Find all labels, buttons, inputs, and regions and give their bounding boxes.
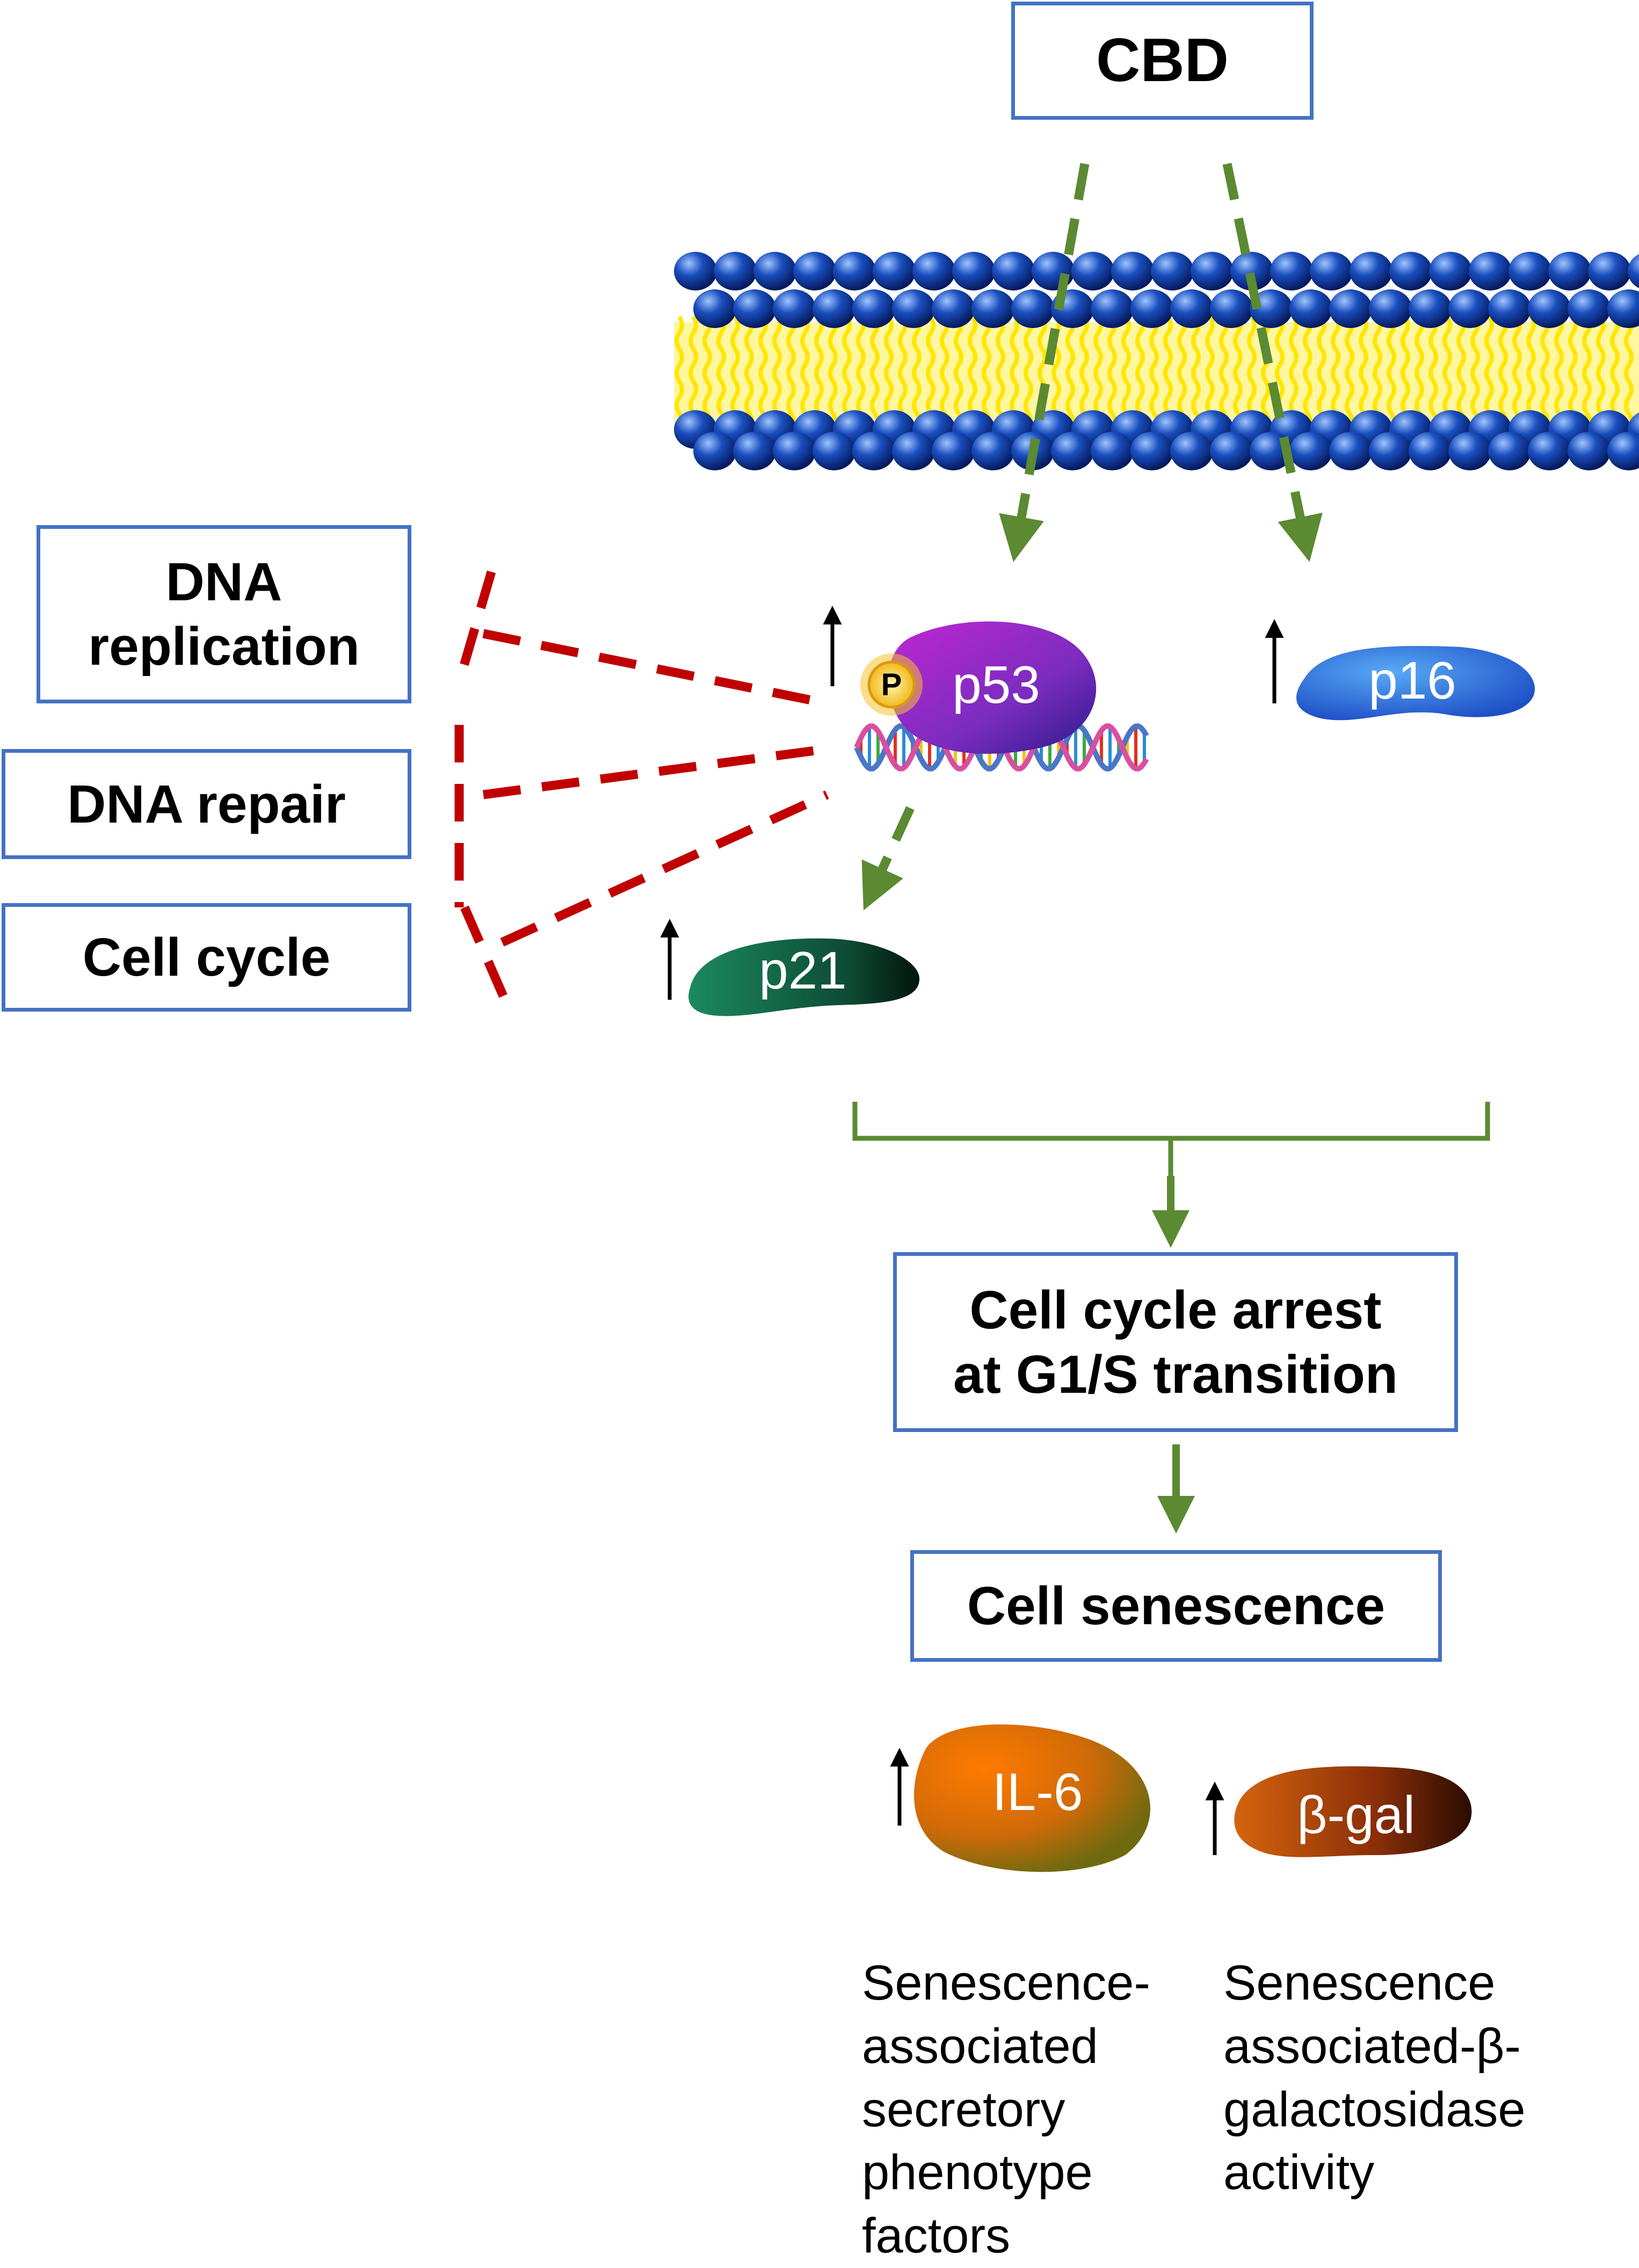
cell-cycle-label: Cell cycle <box>82 927 331 987</box>
phosphate-label: P <box>881 667 902 702</box>
bgal-protein: β-gal <box>1234 1766 1472 1857</box>
cbd-label: CBD <box>1096 26 1229 95</box>
bgal-label: β-gal <box>1297 1785 1415 1844</box>
inhibition-lines <box>454 570 829 1012</box>
sabgal-line1: Senescence <box>1223 1956 1496 2010</box>
p53-to-p21-arrow <box>861 806 915 911</box>
p53-protein: p53 <box>888 621 1097 754</box>
sabgal-caption: Senescence associated-β- galactosidase a… <box>1223 1952 1526 2205</box>
cell-cycle-arrest-line1: Cell cycle arrest <box>969 1280 1382 1340</box>
cell-cycle-arrest-box: Cell cycle arrest at G1/S transition <box>893 1252 1458 1432</box>
cell-cycle-box: Cell cycle <box>2 903 411 1012</box>
increase-arrows <box>660 606 1284 1855</box>
cell-senescence-label: Cell senescence <box>967 1576 1386 1636</box>
dna-replication-line2: replication <box>88 616 360 677</box>
dna-replication-line1: DNA <box>165 552 282 612</box>
cbd-box: CBD <box>1011 2 1314 120</box>
sasp-line2: associated <box>862 2018 1098 2074</box>
cbd-to-p16-arrow <box>1222 163 1323 562</box>
dna-repair-box: DNA repair <box>2 749 411 859</box>
cell-senescence-box: Cell senescence <box>910 1550 1442 1662</box>
sabgal-line3: galactosidase <box>1223 2082 1526 2137</box>
convergence-bracket <box>852 1102 1490 1181</box>
p16-label: p16 <box>1368 651 1456 710</box>
sasp-caption: Senescence- associated secretory phenoty… <box>862 1952 1150 2268</box>
phosphate-group: P <box>860 653 923 716</box>
il6-protein: IL-6 <box>914 1724 1150 1872</box>
sasp-line1: Senescence- <box>862 1956 1150 2010</box>
p21-label: p21 <box>759 941 847 1000</box>
p53-label: p53 <box>952 655 1040 714</box>
il6-label: IL-6 <box>992 1762 1083 1821</box>
dna-repair-label: DNA repair <box>67 774 346 834</box>
sabgal-line4: activity <box>1223 2145 1375 2200</box>
dna-replication-box: DNA replication <box>37 525 411 703</box>
cbd-to-p53-arrow <box>999 163 1090 562</box>
cell-membrane-bilayer <box>674 252 1639 470</box>
cell-cycle-arrest-line2: at G1/S transition <box>953 1344 1398 1405</box>
sasp-line3: secretory <box>862 2082 1065 2137</box>
sasp-line5: factors <box>862 2208 1011 2263</box>
p16-protein: p16 <box>1296 646 1535 721</box>
sasp-line4: phenotype <box>862 2145 1093 2200</box>
p21-protein: p21 <box>688 938 920 1016</box>
sabgal-line2: associated-β- <box>1223 2018 1521 2074</box>
